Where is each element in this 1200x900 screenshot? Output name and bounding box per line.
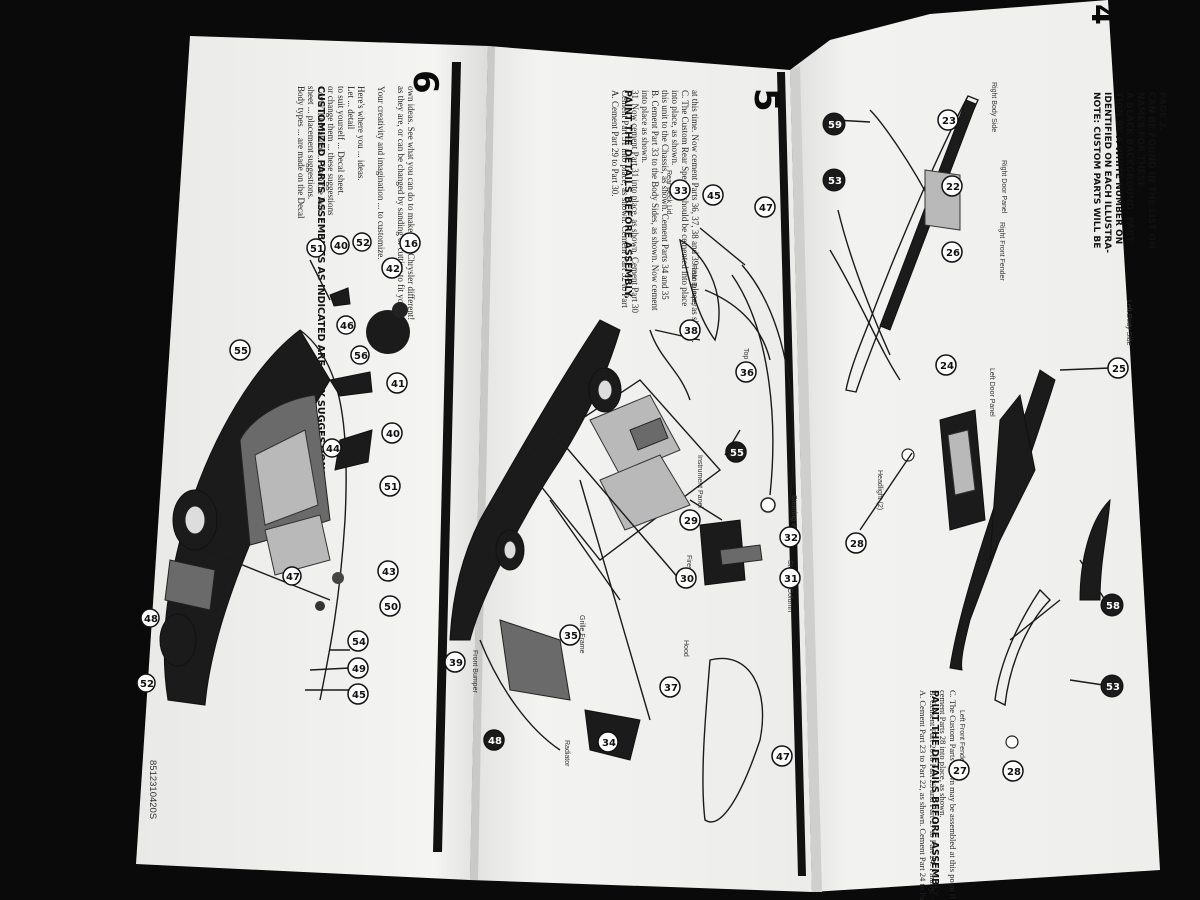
panel-right-paper: [790, 0, 1160, 892]
panel-middle-paper: [470, 46, 812, 892]
rule-left: [433, 62, 461, 852]
panel-left-paper: [136, 36, 488, 880]
